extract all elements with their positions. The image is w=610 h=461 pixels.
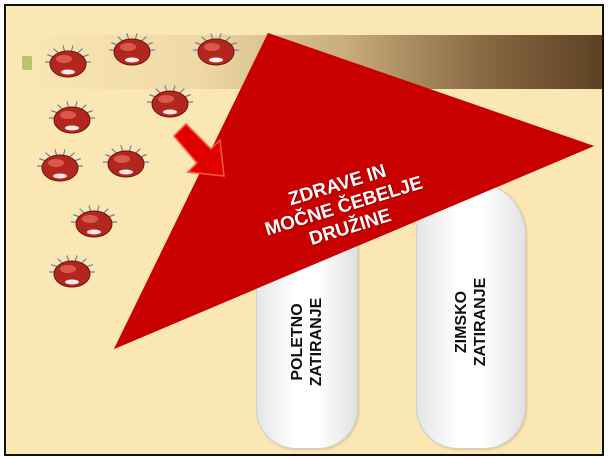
varroa-mite-icon	[70, 202, 118, 240]
varroa-mite-icon	[36, 146, 84, 184]
varroa-mite-icon	[48, 252, 96, 290]
varroa-mite-icon	[48, 98, 96, 136]
varroa-mite-icon	[44, 42, 92, 80]
varroa-mite-icon	[146, 82, 194, 120]
varroa-mite-icon	[192, 30, 240, 68]
slide: POLETNO ZATIRANJE ZIMSKO ZATIRANJE ZDRAV…	[4, 4, 604, 456]
red-arrow-icon	[174, 124, 224, 176]
varroa-mite-icon	[102, 142, 150, 180]
varroa-mite-icon	[108, 30, 156, 68]
